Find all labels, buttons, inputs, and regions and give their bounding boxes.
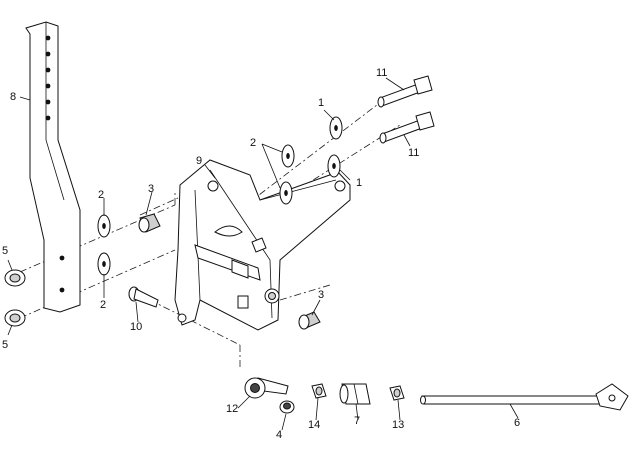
callout-2-right: 2 — [250, 137, 256, 149]
callout-6: 6 — [514, 417, 520, 429]
callout-11-lower: 11 — [408, 147, 419, 159]
part-6-rod — [420, 383, 629, 411]
part-3-spacer-right — [298, 311, 321, 330]
callout-8: 8 — [10, 91, 16, 103]
callout-3-right: 3 — [318, 289, 324, 301]
part-5-nut-lower — [4, 309, 26, 327]
part-2-washer-left-lower — [97, 252, 111, 276]
part-8-vertical-bar — [25, 21, 81, 313]
callout-4: 4 — [276, 429, 282, 441]
part-14-nut — [311, 383, 327, 399]
part-9-plate-assembly — [174, 159, 351, 331]
part-13-nut — [389, 385, 405, 401]
callout-12: 12 — [226, 403, 238, 415]
callout-9: 9 — [196, 155, 202, 167]
part-2-washer-right-lower — [279, 181, 293, 205]
part-2-washer-left-upper — [97, 214, 111, 238]
part-1-washer-upper — [329, 116, 343, 140]
leader-lines — [7, 77, 519, 431]
part-11-bolt-upper — [377, 75, 433, 108]
part-4-nut — [279, 400, 295, 414]
part-12-rod-end — [244, 377, 289, 399]
callout-2-left-lower: 2 — [100, 299, 106, 311]
part-10-bolt — [128, 286, 159, 308]
callout-14: 14 — [308, 419, 320, 431]
part-5-nut-upper — [4, 269, 26, 287]
part-2-washer-right-upper — [281, 144, 295, 168]
callout-1-lower: 1 — [356, 177, 362, 189]
callout-13: 13 — [392, 419, 404, 431]
callout-11-upper: 11 — [376, 67, 387, 79]
callout-5-upper: 5 — [2, 245, 8, 257]
callout-1-upper: 1 — [318, 97, 324, 109]
callout-3-left: 3 — [148, 183, 154, 195]
part-3-spacer-left — [138, 213, 161, 233]
callout-5-lower: 5 — [2, 339, 8, 351]
callout-labels: 8 11 1 11 2 9 1 2 3 5 2 3 10 5 12 14 7 1… — [2, 67, 520, 441]
part-1-washer-lower — [327, 154, 341, 178]
callout-7: 7 — [354, 415, 360, 427]
callout-2-left-upper: 2 — [98, 189, 104, 201]
part-11-bolt-lower — [379, 111, 435, 144]
callout-10: 10 — [130, 321, 142, 333]
part-7-coupler — [339, 383, 371, 405]
